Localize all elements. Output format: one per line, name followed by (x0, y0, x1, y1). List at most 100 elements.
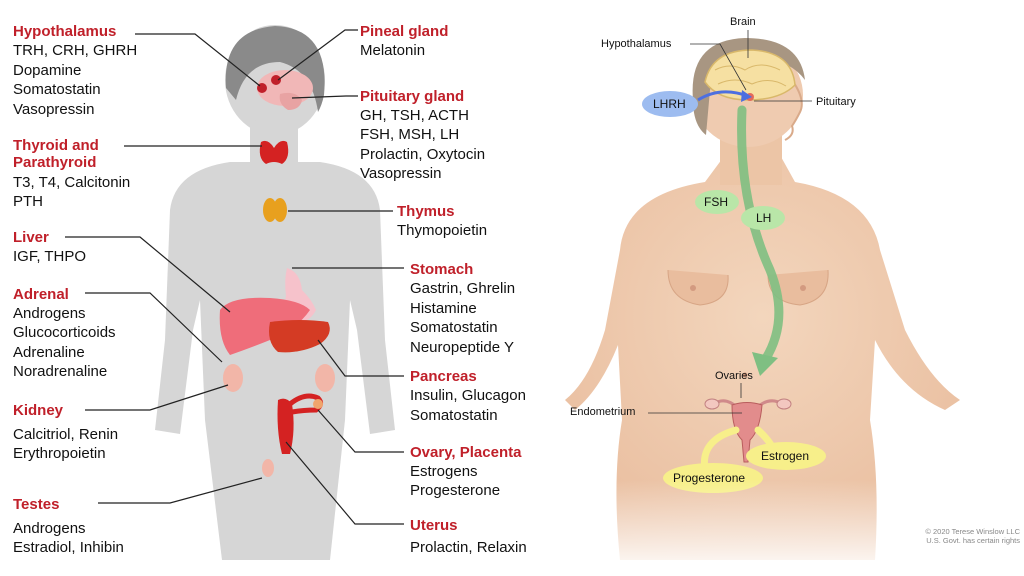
leader-pineal (277, 29, 358, 81)
blue-arrowhead (741, 90, 752, 102)
label-ovaries: Ovaries (715, 370, 753, 382)
leader-pancreas (317, 339, 404, 377)
hypothalamus-title: Hypothalamus (13, 23, 117, 40)
pill-lh: LH (756, 211, 772, 225)
ovary-line-2: Progesterone (410, 482, 501, 499)
ovary-line-1: Estrogens (410, 463, 478, 480)
ovary-left-shape (704, 398, 720, 410)
testes-line-1: Androgens (13, 520, 86, 537)
copyright-credit: © 2020 Terese Winslow LLC U.S. Govt. has… (925, 527, 1020, 546)
pill-estrogen: Estrogen (761, 449, 810, 463)
pituitary-title: Pituitary gland (360, 88, 465, 105)
right-leader-lines (648, 30, 812, 414)
pituitary-line-3: Prolactin, Oxytocin (360, 146, 486, 163)
stomach-line-1: Gastrin, Ghrelin (410, 280, 516, 297)
breasts (667, 269, 829, 306)
face-profile (784, 79, 803, 141)
hypothalamus-line-1: TRH, CRH, GHRH (13, 42, 138, 59)
hypothalamus-line-2: Dopamine (13, 62, 82, 79)
stomach-line-3: Somatostatin (410, 319, 498, 336)
ovary-right-shape (776, 398, 792, 410)
thyroid-title: Thyroid and (13, 137, 99, 154)
label-pituitary-right: Pituitary (816, 96, 856, 108)
pineal-line-1: Melatonin (360, 42, 426, 59)
kidney-title: Kidney (13, 402, 64, 419)
brain (704, 49, 796, 101)
lhrh-pill-bg (642, 91, 698, 117)
ovary-shape (313, 399, 323, 409)
navel (742, 372, 748, 378)
pituitary-line-2: FSH, MSH, LH (360, 126, 460, 143)
pancreas-line-1: Insulin, Glucagon (410, 387, 526, 404)
ovary-title: Ovary, Placenta (410, 444, 522, 461)
adrenal-line-4: Noradrenaline (13, 363, 108, 380)
pituitary-line-1: GH, TSH, ACTH (360, 107, 469, 124)
estrogen-pill-bg (746, 442, 826, 470)
credit-line-1: © 2020 Terese Winslow LLC (925, 527, 1020, 536)
pituitary-line-4: Vasopressin (360, 165, 442, 182)
stomach-line-4: Neuropeptide Y (410, 339, 514, 356)
testes-title: Testes (13, 496, 60, 513)
stomach-title: Stomach (410, 261, 474, 278)
pancreas-title: Pancreas (410, 368, 477, 385)
brain-glands (257, 70, 313, 110)
leader-hypothalamus (135, 33, 261, 87)
thyroid-line-1: T3, T4, Calcitonin (13, 174, 131, 191)
leader-liver (65, 236, 231, 313)
leader-lines (65, 29, 404, 525)
liver-shape (219, 297, 310, 355)
leader-kidney (85, 384, 229, 411)
leader-uterus (285, 441, 404, 525)
testes-line-2: Estradiol, Inhibin (13, 539, 124, 556)
liver-line-1: IGF, THPO (13, 248, 87, 265)
pancreas-line-2: Somatostatin (410, 407, 498, 424)
bottom-fade (555, 480, 1024, 576)
leader-hypothalamus-right (690, 43, 747, 91)
thymus-shape (263, 198, 287, 222)
uterus-shape (277, 398, 294, 454)
leader-adrenal (85, 292, 223, 363)
hypothalamus-line-4: Vasopressin (13, 101, 95, 118)
thymus-line-1: Thymopoietin (397, 222, 488, 239)
credit-line-2: U.S. Govt. has certain rights (926, 536, 1020, 546)
label-hypothalamus-right: Hypothalamus (601, 38, 672, 50)
uterus-line-1: Prolactin, Relaxin (410, 539, 527, 556)
hypothalamus-line-3: Somatostatin (13, 81, 101, 98)
stomach-line-2: Histamine (410, 300, 477, 317)
uterus-title: Uterus (410, 517, 458, 534)
adrenal-line-2: Glucocorticoids (13, 324, 116, 341)
pill-fsh: FSH (704, 195, 728, 209)
adrenal-title: Adrenal (13, 286, 69, 303)
leader-pituitary (291, 95, 358, 99)
thyroid-line-2: PTH (13, 193, 43, 210)
adrenal-line-3: Adrenaline (13, 344, 85, 361)
pineal-title: Pineal gland (360, 23, 449, 40)
kidney-line-1: Calcitriol, Renin (13, 426, 119, 443)
thyroid-title-2: Parathyroid (13, 154, 97, 171)
fsh-pill-bg (695, 190, 739, 214)
pancreas-shape (269, 320, 330, 353)
pineal-gland-shape (271, 75, 281, 85)
kidney-line-2: Erythropoietin (13, 445, 106, 462)
leader-ovary (317, 409, 404, 453)
label-brain: Brain (730, 16, 756, 28)
brain-folds (714, 64, 787, 87)
green-arrow (737, 105, 784, 365)
label-endometrium: Endometrium (570, 406, 636, 418)
thymus-title: Thymus (397, 203, 455, 220)
liver-title: Liver (13, 229, 49, 246)
adrenal-line-1: Androgens (13, 305, 86, 322)
pill-progesterone: Progesterone (673, 471, 746, 485)
pituitary-shape (279, 92, 302, 110)
nipple-right (800, 285, 806, 291)
green-arrowhead (752, 352, 778, 376)
hair (225, 26, 325, 112)
testes-shape (262, 459, 274, 477)
leader-testes (98, 477, 263, 504)
nipple-left (690, 285, 696, 291)
lh-pill-bg (741, 206, 785, 230)
pill-lhrh: LHRH (653, 97, 686, 111)
